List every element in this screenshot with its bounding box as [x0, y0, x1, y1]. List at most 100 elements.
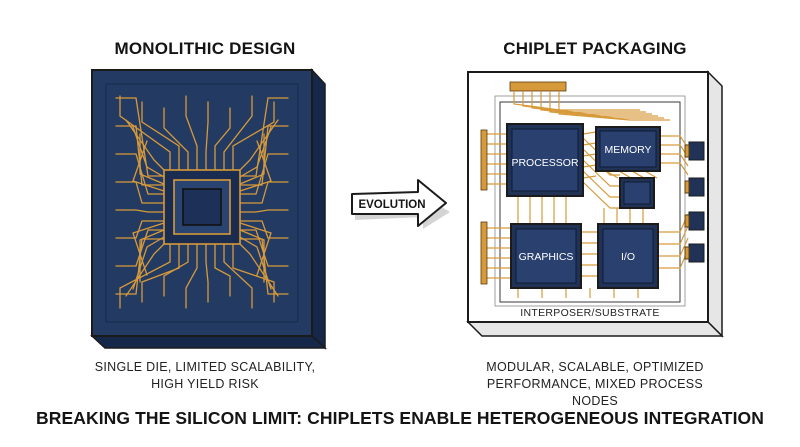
- mono-trace-bottom: [141, 243, 180, 303]
- mem-small-link: [644, 170, 658, 179]
- processor-label: PROCESSOR: [511, 157, 579, 169]
- right-component-4: [688, 243, 705, 263]
- chiplet-caption-line1: MODULAR, SCALABLE, OPTIMIZED: [486, 360, 704, 374]
- bus-line: [549, 91, 664, 119]
- mem-right-link: [660, 153, 689, 167]
- mono-trace-bottom: [232, 243, 275, 303]
- mono-trace-right: [239, 97, 289, 177]
- monolithic-traces: [115, 95, 289, 309]
- right-component-3: [688, 211, 705, 231]
- mem-right-link: [660, 135, 689, 149]
- mono-trace-right: [239, 125, 289, 186]
- mono-trace-diag: [239, 140, 272, 192]
- mono-trace-diag: [132, 236, 165, 290]
- right-component-2: [688, 177, 705, 197]
- proc-small-link: [582, 148, 620, 176]
- mono-trace-top: [232, 101, 275, 171]
- mono-trace-top: [223, 95, 253, 171]
- mono-trace-left: [115, 181, 165, 204]
- bus-line: [558, 91, 670, 121]
- mono-trace-left: [115, 220, 165, 239]
- mono-trace-diag: [139, 229, 165, 283]
- mono-trace-top: [163, 107, 189, 171]
- mono-trace-left: [115, 153, 165, 195]
- evolution-arrow: EVOLUTION: [351, 179, 450, 229]
- small-chiplet: [619, 177, 655, 209]
- monolithic-caption: SINGLE DIE, LIMITED SCALABILITY, HIGH YI…: [80, 359, 330, 393]
- processor-chiplet: PROCESSOR: [506, 123, 584, 197]
- chiplet-caption: MODULAR, SCALABLE, OPTIMIZED PERFORMANCE…: [465, 359, 725, 410]
- mem-right-link: [660, 162, 689, 176]
- mono-trace-diag: [132, 140, 165, 192]
- mono-trace-bottom: [185, 243, 198, 309]
- mono-trace-right: [239, 153, 289, 195]
- chiplet-package: PROCESSOR MEMORY GRAPHICS: [466, 70, 724, 338]
- mono-trace-right: [239, 229, 289, 267]
- mono-trace-left: [115, 209, 165, 213]
- mono-trace-top: [119, 95, 171, 171]
- proc-mem-link: [582, 142, 597, 146]
- mem-small-link: [618, 170, 632, 179]
- mono-trace-diag: [132, 126, 165, 178]
- footer-tagline: BREAKING THE SILICON LIMIT: CHIPLETS ENA…: [36, 408, 764, 428]
- mono-trace-right: [239, 209, 289, 213]
- mono-trace-bottom: [163, 243, 189, 297]
- mono-trace-diag: [132, 222, 165, 276]
- right-side-components: [684, 141, 705, 263]
- mono-trace-diag: [239, 222, 272, 276]
- mono-trace-left: [115, 238, 165, 295]
- mono-trace-right: [239, 181, 289, 204]
- monolithic-chip: [90, 68, 327, 350]
- right-component-pad-1: [684, 144, 690, 158]
- bus-line: [531, 91, 652, 115]
- right-component-pad-4: [684, 246, 690, 260]
- mono-trace-diag: [139, 133, 165, 185]
- mono-trace-right: [239, 238, 289, 295]
- chiplet-title: CHIPLET PACKAGING: [503, 39, 687, 58]
- bus-line: [513, 91, 640, 111]
- monolithic-caption-line2: HIGH YIELD RISK: [151, 377, 259, 391]
- proc-mem-link: [582, 175, 597, 179]
- io-label: I/O: [621, 251, 635, 263]
- monolithic-caption-line1: SINGLE DIE, LIMITED SCALABILITY,: [94, 360, 316, 374]
- graphics-chiplet: GRAPHICS: [510, 223, 582, 289]
- right-component-pad-2: [684, 180, 690, 194]
- mono-trace-bottom: [205, 243, 209, 303]
- chiplet-caption-line2: PERFORMANCE, MIXED PROCESS NODES: [486, 377, 704, 408]
- mono-trace-diag: [239, 126, 272, 178]
- io-right-link: [658, 237, 689, 257]
- mono-trace-left: [115, 125, 165, 186]
- mono-trace-top: [214, 107, 231, 171]
- mono-trace-bottom: [223, 243, 253, 309]
- right-component-pad-3: [684, 214, 690, 228]
- mono-trace-left: [115, 229, 165, 267]
- memory-label: MEMORY: [604, 144, 651, 156]
- mem-small-link: [631, 170, 645, 179]
- mono-trace-diag: [239, 236, 272, 290]
- mem-small-link: [605, 170, 619, 179]
- bus-line: [522, 91, 646, 113]
- bus-line: [540, 91, 658, 117]
- io-chiplet: I/O: [597, 223, 659, 289]
- memory-chiplet: MEMORY: [595, 126, 661, 172]
- proc-small-link: [582, 159, 620, 187]
- right-component-1: [688, 141, 705, 161]
- mono-trace-top: [205, 101, 209, 171]
- mono-trace-bottom: [214, 243, 231, 297]
- substrate-label: INTERPOSER/SUBSTRATE: [520, 307, 659, 319]
- mono-trace-top: [185, 95, 198, 171]
- mono-trace-diag: [239, 229, 265, 283]
- proc-mem-link: [582, 164, 597, 168]
- io-right-link: [658, 225, 689, 245]
- monolithic-title: MONOLITHIC DESIGN: [114, 39, 296, 58]
- evolution-label: EVOLUTION: [358, 199, 425, 211]
- proc-mem-link: [582, 153, 597, 157]
- left-pad-top: [480, 129, 488, 191]
- mono-trace-diag: [239, 133, 265, 185]
- proc-small-link: [582, 170, 620, 198]
- mono-trace-top: [141, 101, 180, 171]
- mono-trace-right: [239, 220, 289, 239]
- graphics-label: GRAPHICS: [519, 251, 574, 263]
